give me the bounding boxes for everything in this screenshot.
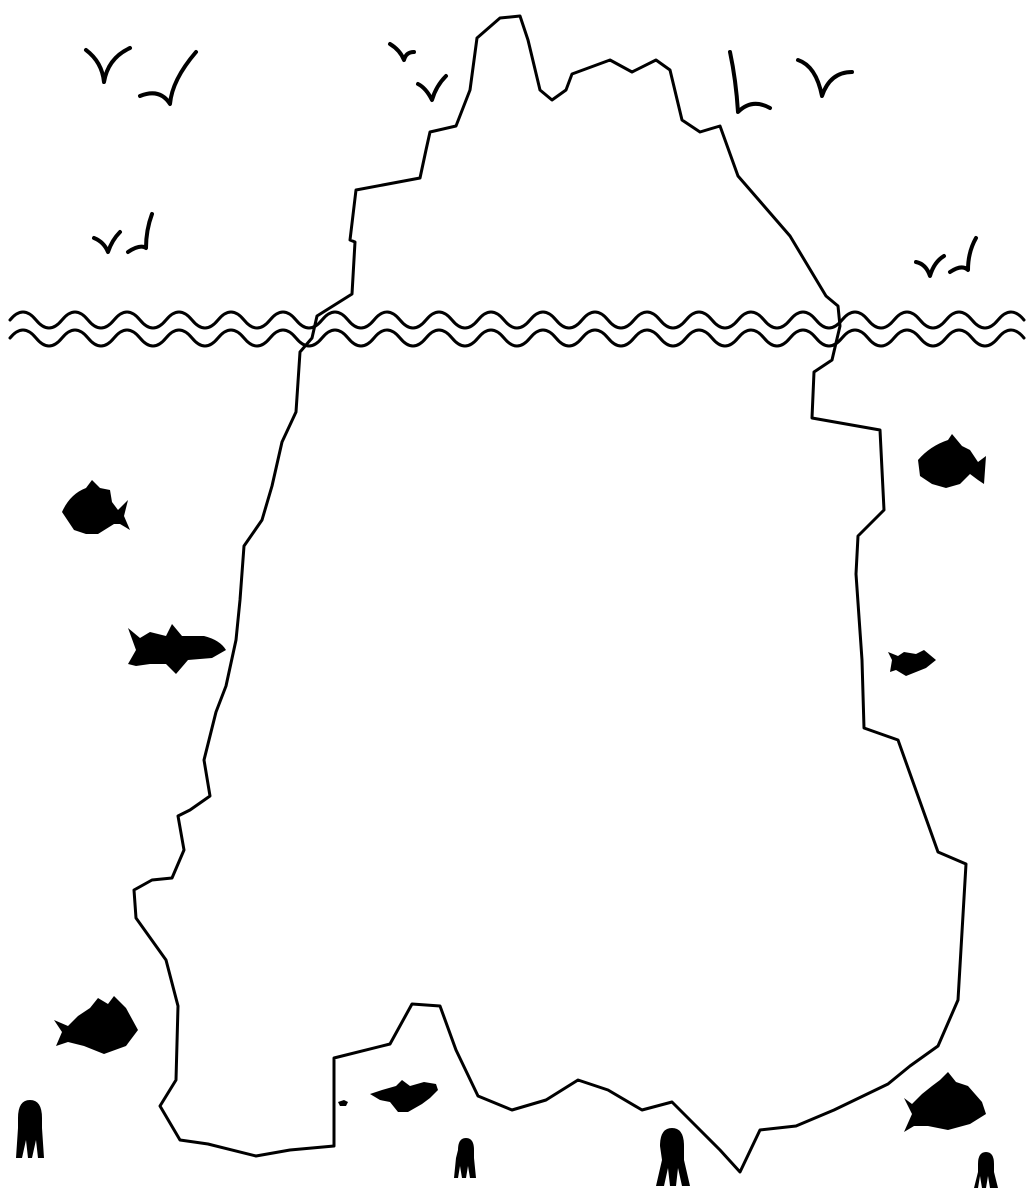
bird-icon: [730, 52, 770, 112]
bird-icon: [128, 214, 152, 252]
fish-icon: [888, 650, 936, 676]
bird-icon: [390, 44, 414, 60]
birds: [86, 44, 976, 276]
bird-icon: [950, 238, 976, 272]
fish-icon: [128, 624, 226, 674]
jellyfish-icon: [454, 1138, 476, 1178]
fish-icon: [338, 1100, 348, 1106]
fish-icon: [904, 1072, 986, 1132]
bird-icon: [94, 232, 120, 252]
wave-line-lower: [10, 330, 1024, 346]
jellyfish-icon: [656, 1128, 690, 1186]
bird-icon: [798, 60, 852, 96]
bird-icon: [418, 76, 446, 100]
fish-icon: [918, 434, 986, 488]
wave-line-upper: [10, 312, 1024, 328]
bird-icon: [86, 48, 130, 82]
fish-icon: [54, 996, 138, 1054]
iceberg-outline: [134, 16, 966, 1172]
water-surface: [10, 312, 1024, 346]
fish-icon: [62, 480, 130, 534]
bird-icon: [916, 256, 944, 276]
fish-icon: [370, 1080, 438, 1112]
bird-icon: [140, 52, 196, 104]
fish-group: [54, 434, 986, 1132]
jellyfish-icon: [16, 1100, 44, 1158]
jellyfish-icon: [974, 1152, 998, 1188]
